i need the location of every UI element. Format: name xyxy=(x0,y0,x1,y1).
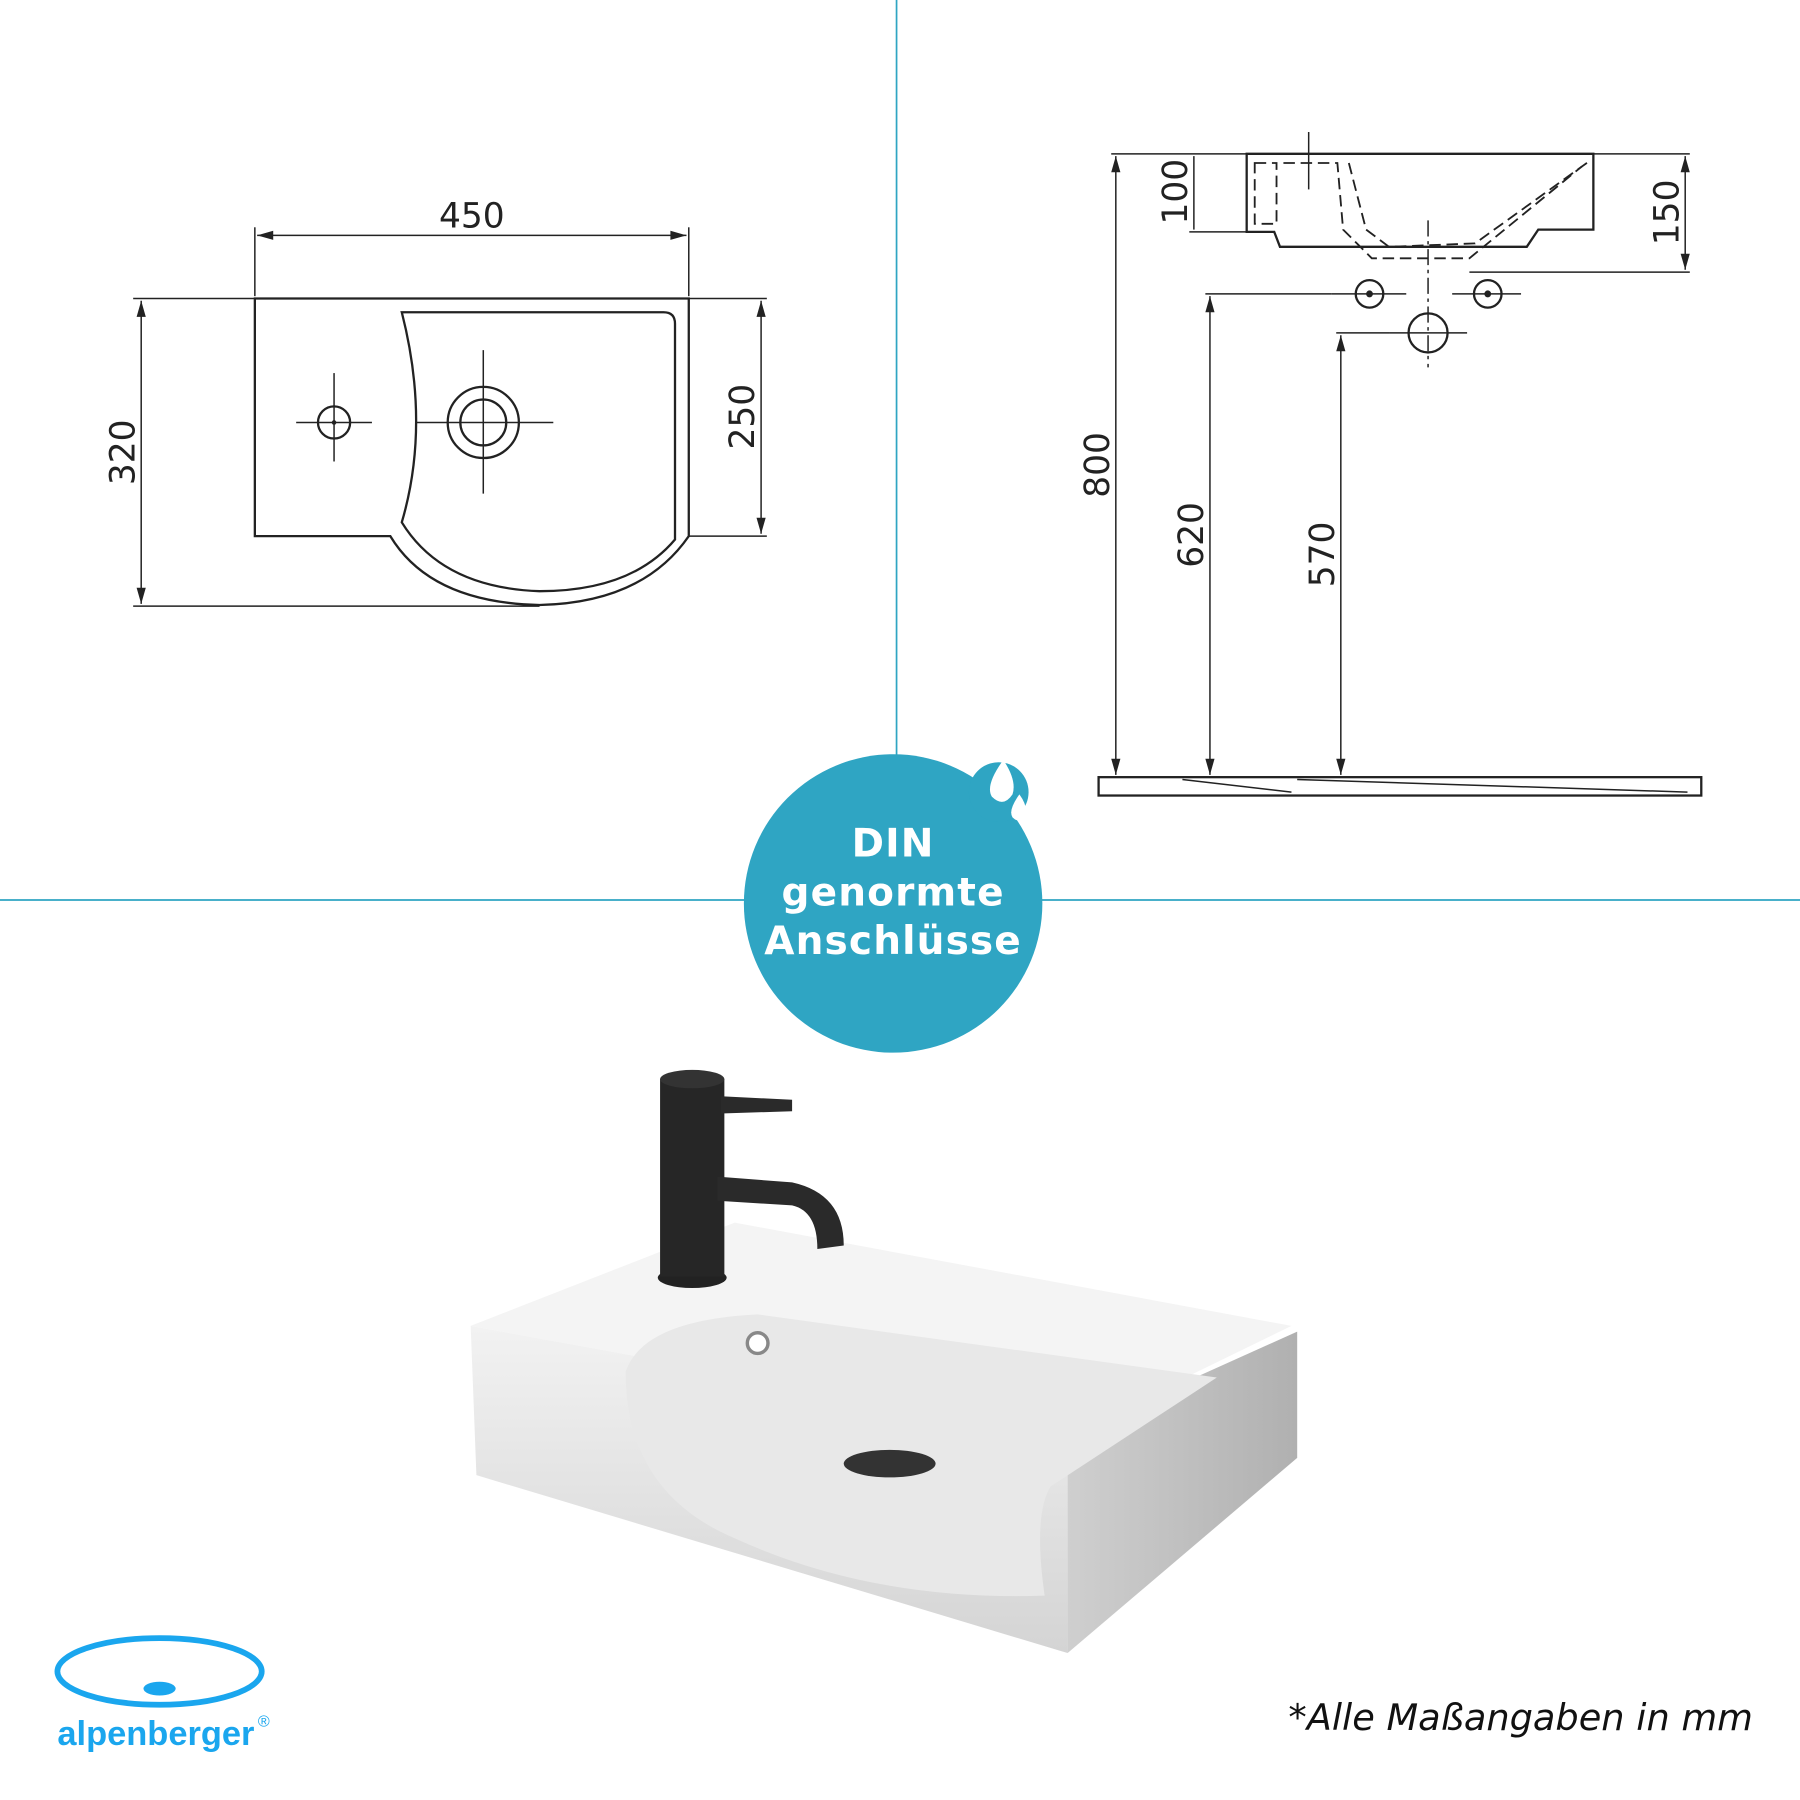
dimension-depth: 320 xyxy=(103,419,143,485)
sink-image xyxy=(470,1069,1298,1654)
overflow-icon xyxy=(745,1331,770,1356)
faucet-icon xyxy=(657,1069,844,1289)
badge-line-1: DIN xyxy=(852,821,935,866)
dimension-drain-height: 570 xyxy=(1303,522,1343,588)
side-view-drawing: 800 100 150 620 570 xyxy=(1078,132,1703,797)
din-badge: DIN genormte Anschlüsse xyxy=(743,754,1043,1053)
dimension-width: 450 xyxy=(439,196,505,236)
brand-logo: alpenberger ® xyxy=(54,1635,270,1753)
water-drop-icon xyxy=(989,759,1014,802)
dimension-rim-height: 100 xyxy=(1156,159,1196,225)
badge-line-2: genormte xyxy=(782,871,1005,916)
measurement-note: *Alle Maßangaben in mm xyxy=(1288,1696,1753,1739)
brand-name: alpenberger xyxy=(57,1715,254,1753)
drain-icon xyxy=(843,1449,936,1478)
dimension-total-height: 150 xyxy=(1647,180,1687,246)
top-view-drawing: 450 320 250 xyxy=(103,196,767,607)
badge-line-3: Anschlüsse xyxy=(764,919,1022,964)
dimension-supply-height: 620 xyxy=(1172,502,1212,568)
dimension-basin-depth: 250 xyxy=(723,384,763,450)
registered-mark: ® xyxy=(258,1712,270,1730)
dimension-mount-height: 800 xyxy=(1078,432,1118,498)
water-drop-icon xyxy=(1011,794,1027,821)
